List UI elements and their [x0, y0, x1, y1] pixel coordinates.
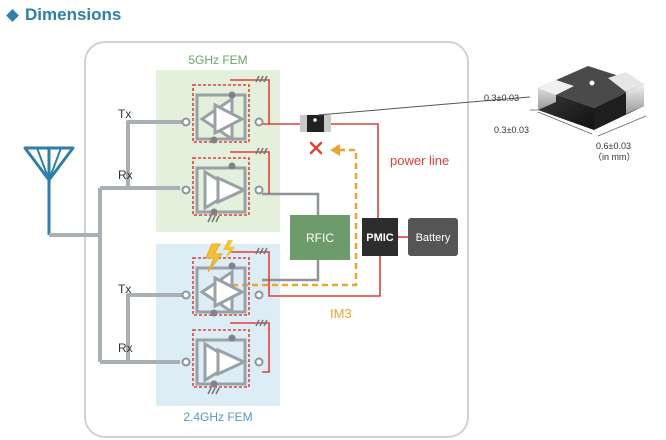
battery-label: Battery [416, 232, 451, 244]
dimension-lines [530, 109, 647, 137]
im3-label: IM3 [330, 306, 352, 321]
battery-block [408, 218, 458, 256]
amplifier-24ghz-tx [181, 262, 264, 317]
dimension-unit: （in mm） [593, 152, 636, 162]
pmic-block [362, 218, 398, 256]
rx-bottom-label: Rx [118, 341, 133, 355]
im3-path [232, 148, 358, 287]
im3-arrowhead-icon [330, 144, 340, 156]
lightning-small-icon [223, 240, 235, 260]
pmic-label: PMIC [366, 232, 394, 244]
capacitor-chip [300, 115, 331, 132]
rfic-label: RFIC [306, 231, 334, 245]
rfic-links [262, 192, 320, 282]
signal-bus [49, 120, 184, 364]
power-line-label: power line [390, 153, 449, 168]
dimension-height: 0.3±0.03 [484, 93, 519, 103]
blocked-x-icon [309, 141, 323, 155]
dimension-width: 0.3±0.03 [494, 125, 529, 135]
fem-24ghz-label: 2.4GHz FEM [183, 410, 252, 424]
amplifier-5ghz-tx [181, 91, 264, 144]
power-line-traces [192, 79, 408, 388]
section-title: Dimensions [6, 4, 122, 26]
leader-line [317, 96, 531, 116]
antenna-icon [23, 146, 75, 235]
section-title-text: Dimensions [25, 5, 122, 24]
lightning-icon [205, 243, 224, 273]
rfic-block [290, 215, 350, 260]
fem-24ghz-box [156, 244, 280, 406]
amplifier-24ghz-rx [181, 334, 264, 388]
tx-top-label: Tx [118, 107, 131, 121]
fem-5ghz-label: 5GHz FEM [188, 53, 247, 67]
chip-illustration [538, 66, 644, 130]
ground-symbols [207, 75, 268, 395]
fem-5ghz-box [156, 70, 280, 232]
dimension-length: 0.6±0.03 [596, 141, 631, 151]
rx-top-label: Rx [118, 168, 133, 182]
amplifier-5ghz-rx [181, 162, 264, 216]
tx-bottom-label: Tx [118, 282, 131, 296]
